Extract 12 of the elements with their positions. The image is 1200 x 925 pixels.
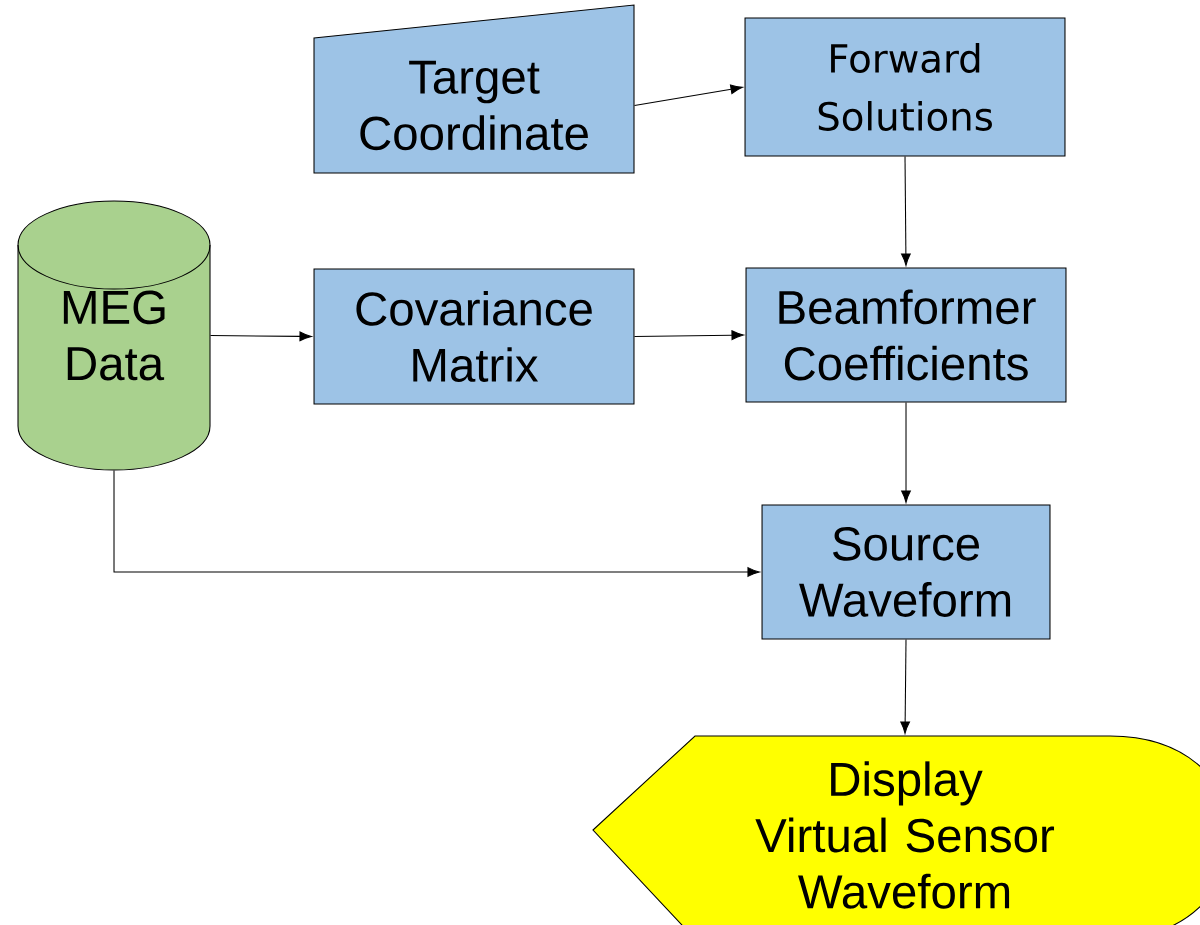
arrow (113, 469, 760, 577)
process-box: Covariance Matrix (313, 268, 635, 405)
process-box: Forward Solutions (744, 17, 1066, 157)
arrow (210, 331, 312, 342)
process-box: Beamformer Coefficients (745, 267, 1067, 403)
arrow (633, 84, 743, 106)
arrow (900, 639, 911, 734)
process-box: Source Waveform (761, 504, 1051, 640)
arrow (901, 402, 911, 503)
arrow (633, 330, 744, 341)
database-cylinder: MEG Data (17, 200, 211, 471)
arrow (901, 156, 911, 266)
